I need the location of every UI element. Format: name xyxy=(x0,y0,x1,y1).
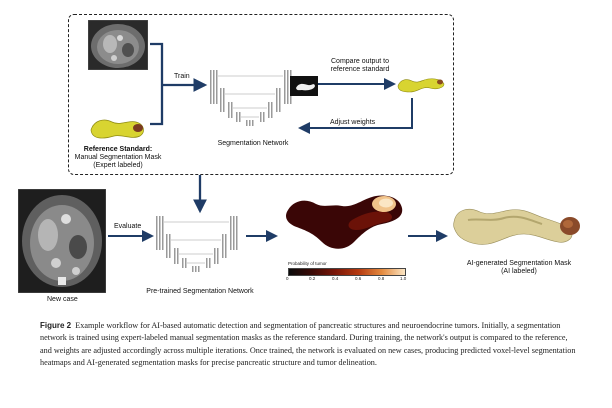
colorbar-tick: 0.2 xyxy=(309,276,316,281)
reference-title: Reference Standard: xyxy=(83,146,153,153)
ai-mask-note: (AI labeled) xyxy=(501,268,537,275)
caption-text: Example workflow for AI-based automatic … xyxy=(40,321,576,368)
ct-scan-image xyxy=(88,20,148,70)
adjust-weights-label: Adjust weights xyxy=(330,119,376,126)
figure-caption: Figure 2 Example workflow for AI-based a… xyxy=(40,320,580,370)
heatmap-3d xyxy=(286,195,403,249)
colorbar-tick: 0 xyxy=(286,276,289,281)
reference-desc: Manual Segmentation Mask xyxy=(74,154,162,161)
reference-mask-3d xyxy=(90,119,144,139)
colorbar-ticks: 0 0.2 0.4 0.6 0.8 1.0 xyxy=(286,276,408,284)
probability-label: Probability of tumor xyxy=(288,261,327,266)
colorbar-tick: 0.8 xyxy=(378,276,385,281)
ai-mask-title: AI-generated Segmentation Mask xyxy=(466,260,572,267)
segmentation-network-label: Segmentation Network xyxy=(217,140,289,147)
caption-label: Figure 2 xyxy=(40,321,72,330)
pretrained-unet-diagram xyxy=(156,216,238,272)
colorbar-tick: 0.6 xyxy=(355,276,362,281)
colorbar-tick: 0.4 xyxy=(332,276,339,281)
new-case-label: New case xyxy=(47,296,78,303)
reference-note: (Expert labeled) xyxy=(93,162,143,169)
compared-mask-3d xyxy=(397,78,445,93)
evaluate-label: Evaluate xyxy=(114,223,142,230)
ai-mask-3d xyxy=(453,209,580,245)
probability-colorbar xyxy=(288,268,406,276)
training-region-box xyxy=(68,14,454,175)
unet-diagram xyxy=(210,70,292,126)
compare-label-1: Compare output to xyxy=(331,58,389,65)
compare-label-2: reference standard xyxy=(330,66,390,73)
adjust-weights-arrow xyxy=(298,98,413,134)
network-output-tile xyxy=(290,76,318,96)
colorbar-tick: 1.0 xyxy=(400,276,407,281)
train-bracket xyxy=(150,42,164,126)
pretrained-network-label: Pre-trained Segmentation Network xyxy=(146,288,254,295)
new-case-ct-image xyxy=(18,189,106,293)
train-label: Train xyxy=(174,73,190,80)
